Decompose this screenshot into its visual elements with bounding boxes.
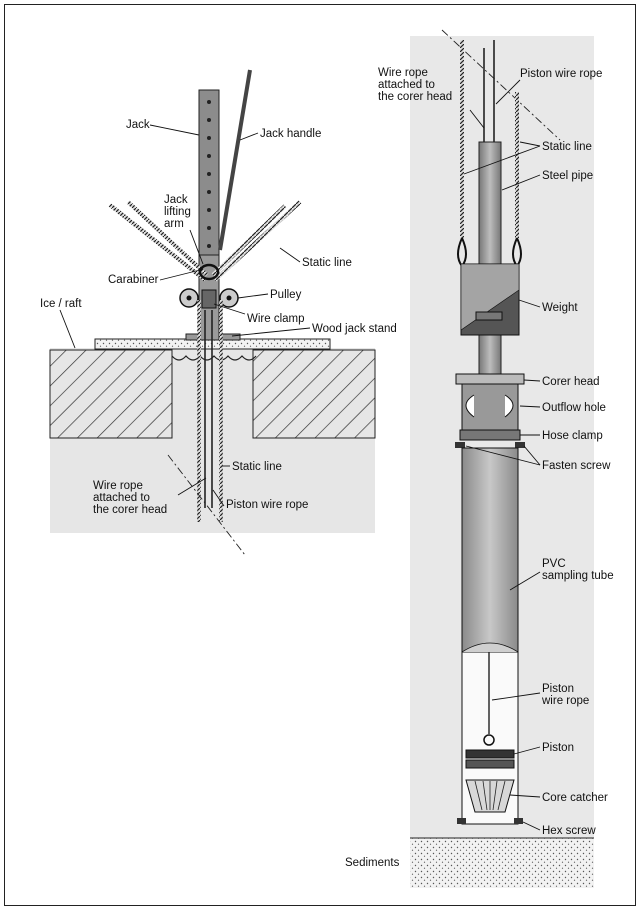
hose-clamp <box>459 429 521 441</box>
label-hose-clamp: Hose clamp <box>542 430 603 442</box>
label-static-line: Static line <box>542 141 592 153</box>
fasten-screw-right <box>515 442 525 448</box>
wire-clamp <box>201 289 217 309</box>
label-sediments: Sediments <box>345 857 400 869</box>
ice-left <box>49 349 173 439</box>
label-piston-wire-rope-left: Piston wire rope <box>226 499 308 511</box>
label-pvc-2: sampling tube <box>542 570 614 582</box>
label-piston-wire-1: Piston <box>542 683 574 695</box>
carabiner <box>198 263 220 281</box>
label-steel-pipe: Steel pipe <box>542 170 593 182</box>
label-wire-rope-2: attached to <box>93 492 150 504</box>
right-diagram: Wire rope attached to the corer head Pis… <box>345 29 614 888</box>
label-wire-clamp: Wire clamp <box>247 313 305 325</box>
label-wire-rope-1: Wire rope <box>93 480 143 492</box>
label-jack-lifting-arm-3: arm <box>164 218 184 230</box>
label-fasten-screw: Fasten screw <box>542 460 611 472</box>
label-jack-handle: Jack handle <box>260 128 321 140</box>
label-wire-rope-3: the corer head <box>378 91 452 103</box>
piston <box>465 749 515 759</box>
jack-handle <box>218 69 252 251</box>
label-carabiner: Carabiner <box>108 274 159 286</box>
label-pvc-1: PVC <box>542 558 566 570</box>
pvc-sampling-tube <box>461 447 519 653</box>
label-wood-jack-stand: Wood jack stand <box>312 323 397 335</box>
cut-line-right <box>441 29 561 141</box>
label-piston-wire-rope-top: Piston wire rope <box>520 68 602 80</box>
corer-head <box>455 373 525 385</box>
label-core-catcher: Core catcher <box>542 792 608 804</box>
water-surface <box>171 355 257 361</box>
steel-pipe <box>478 141 502 379</box>
label-weight: Weight <box>542 302 578 314</box>
label-corer-head: Corer head <box>542 376 600 388</box>
sediments-layer <box>410 838 594 888</box>
label-outflow-hole: Outflow hole <box>542 402 606 414</box>
static-line-left-outer <box>108 203 207 282</box>
label-hex-screw: Hex screw <box>542 825 596 837</box>
label-static-line-lower: Static line <box>232 461 282 473</box>
label-jack-lifting-arm-1: Jack <box>164 194 188 206</box>
label-ice-raft: Ice / raft <box>40 298 82 310</box>
label-wire-rope-2: attached to <box>378 79 435 91</box>
hex-screw-right <box>514 818 523 824</box>
fasten-screw-left <box>455 442 465 448</box>
label-jack: Jack <box>126 119 150 131</box>
label-wire-rope-1: Wire rope <box>378 67 428 79</box>
hex-screw-left <box>457 818 466 824</box>
label-piston-wire-2: wire rope <box>541 695 589 707</box>
label-piston: Piston <box>542 742 574 754</box>
static-line-right-outer <box>213 200 302 282</box>
jack-holes <box>207 100 211 248</box>
static-line-right-inner <box>211 204 287 277</box>
cut-line-left <box>167 454 246 556</box>
label-jack-lifting-arm-2: lifting <box>164 206 191 218</box>
label-static-line-upper: Static line <box>302 257 352 269</box>
static-line-left-inner <box>126 200 209 277</box>
outflow-hole <box>504 394 514 418</box>
ice-right <box>252 349 376 439</box>
label-pulley: Pulley <box>270 289 302 301</box>
label-wire-rope-3: the corer head <box>93 504 167 516</box>
left-diagram: Jack Jack handle Jack lifting arm Static… <box>40 69 397 556</box>
